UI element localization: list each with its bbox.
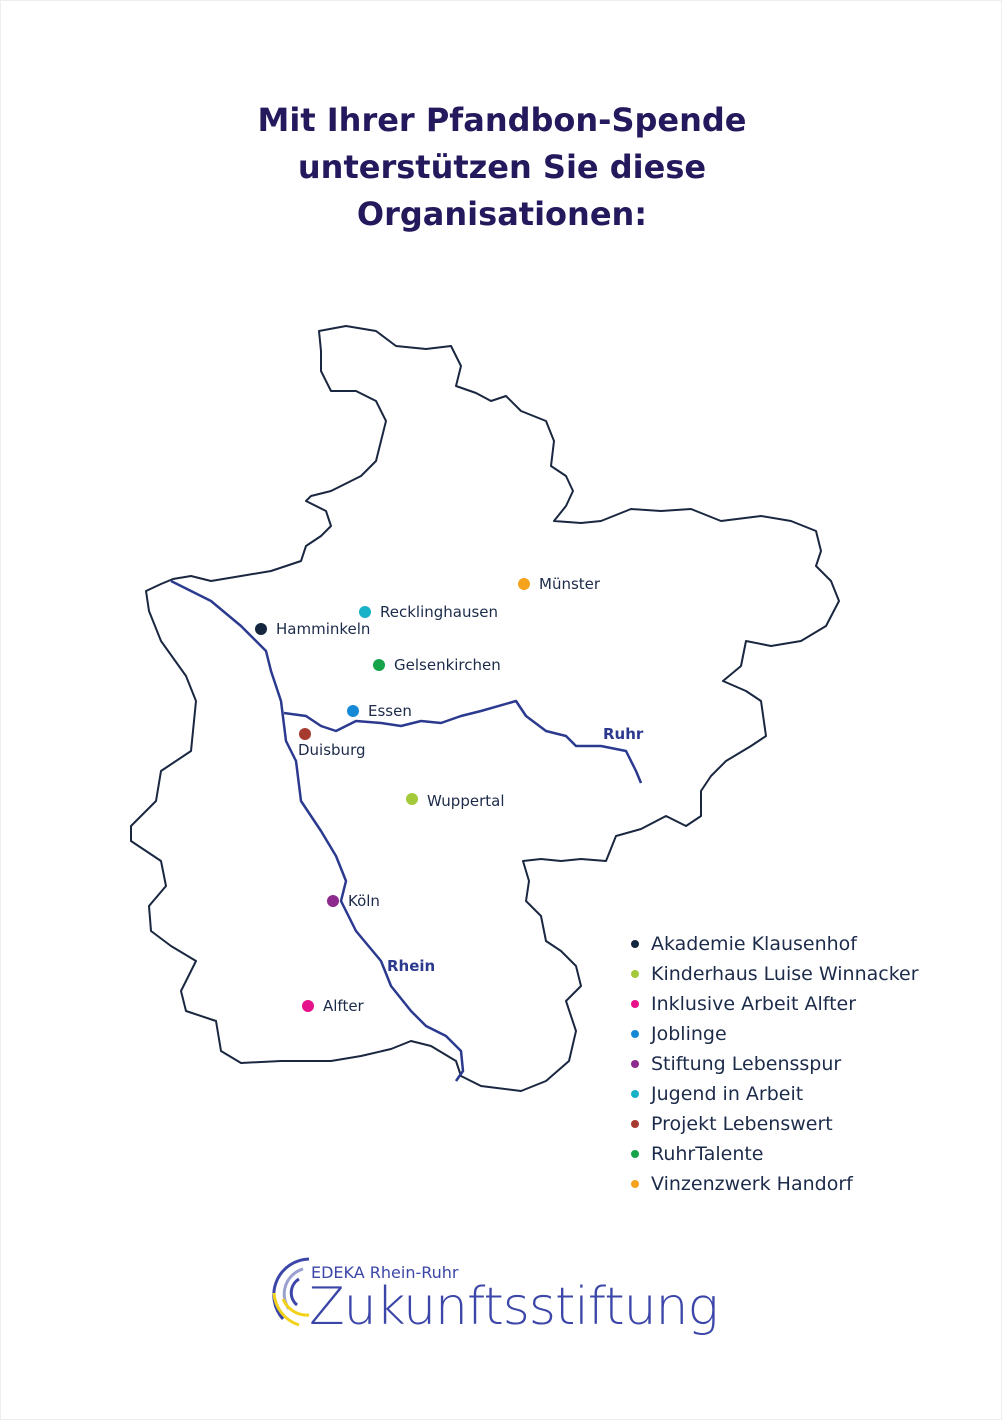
legend-item: Akademie Klausenhof	[631, 929, 919, 959]
city-marker-recklinghausen[interactable]	[359, 606, 371, 618]
legend-dot	[631, 970, 639, 978]
legend-dot	[631, 1060, 639, 1068]
legend-item: RuhrTalente	[631, 1139, 919, 1169]
legend-label: Inklusive Arbeit Alfter	[651, 993, 857, 1015]
city-label-hamminkeln: Hamminkeln	[276, 620, 371, 638]
legend-dot	[631, 1000, 639, 1008]
logo-subtitle: EDEKA Rhein-Ruhr	[311, 1263, 459, 1282]
legend-dot	[631, 1150, 639, 1158]
legend-dot	[631, 1090, 639, 1098]
city-marker-wuppertal[interactable]	[406, 793, 418, 805]
ruhr-label: Ruhr	[603, 725, 644, 743]
city-marker-gelsenkirchen[interactable]	[373, 659, 385, 671]
legend-label: RuhrTalente	[651, 1143, 764, 1165]
city-label-muenster: Münster	[539, 575, 601, 593]
legend-item: Projekt Lebenswert	[631, 1109, 919, 1139]
city-marker-essen[interactable]	[347, 705, 359, 717]
legend-item: Jugend in Arbeit	[631, 1079, 919, 1109]
city-label-essen: Essen	[368, 702, 412, 720]
city-marker-hamminkeln[interactable]	[255, 623, 267, 635]
legend-dot	[631, 940, 639, 948]
city-label-recklinghausen: Recklinghausen	[380, 603, 499, 621]
city-label-duisburg: Duisburg	[298, 741, 366, 759]
legend-dot	[631, 1120, 639, 1128]
legend-label: Projekt Lebenswert	[651, 1113, 833, 1135]
city-marker-alfter[interactable]	[302, 1000, 314, 1012]
title-line-2: unterstützen Sie diese	[297, 148, 707, 186]
title-line-1: Mit Ihrer Pfandbon-Spende	[257, 101, 747, 139]
legend-item: Stiftung Lebensspur	[631, 1049, 919, 1079]
organization-legend: Akademie Klausenhof Kinderhaus Luise Win…	[631, 929, 919, 1199]
legend-label: Jugend in Arbeit	[651, 1083, 804, 1105]
ruhr-river	[283, 699, 643, 784]
city-label-gelsenkirchen: Gelsenkirchen	[394, 656, 501, 674]
legend-label: Stiftung Lebensspur	[651, 1053, 842, 1075]
logo-arc-icon	[272, 1257, 310, 1327]
legend-item: Joblinge	[631, 1019, 919, 1049]
rhein-river	[170, 579, 465, 1082]
legend-label: Kinderhaus Luise Winnacker	[651, 963, 919, 985]
city-label-alfter: Alfter	[323, 997, 364, 1015]
legend-item: Kinderhaus Luise Winnacker	[631, 959, 919, 989]
city-label-wuppertal: Wuppertal	[427, 792, 505, 810]
legend-dot	[631, 1180, 639, 1188]
legend-label: Akademie Klausenhof	[651, 933, 857, 955]
page-title: Mit Ihrer Pfandbon-Spende unterstützen S…	[1, 97, 1001, 238]
rhein-label: Rhein	[387, 957, 436, 975]
legend-dot	[631, 1030, 639, 1038]
zukunftsstiftung-logo: EDEKA Rhein-Ruhr Zukunftsstiftung	[269, 1253, 719, 1348]
city-label-koeln: Köln	[348, 892, 380, 910]
city-marker-muenster[interactable]	[518, 578, 530, 590]
legend-item: Vinzenzwerk Handorf	[631, 1169, 919, 1199]
legend-label: Vinzenzwerk Handorf	[651, 1173, 853, 1195]
legend-label: Joblinge	[651, 1023, 727, 1045]
title-line-3: Organisationen:	[356, 195, 648, 233]
region-outline	[130, 325, 840, 1092]
legend-item: Inklusive Arbeit Alfter	[631, 989, 919, 1019]
city-marker-duisburg[interactable]	[299, 728, 311, 740]
logo-name: Zukunftsstiftung	[309, 1277, 719, 1337]
city-marker-koeln[interactable]	[327, 895, 339, 907]
